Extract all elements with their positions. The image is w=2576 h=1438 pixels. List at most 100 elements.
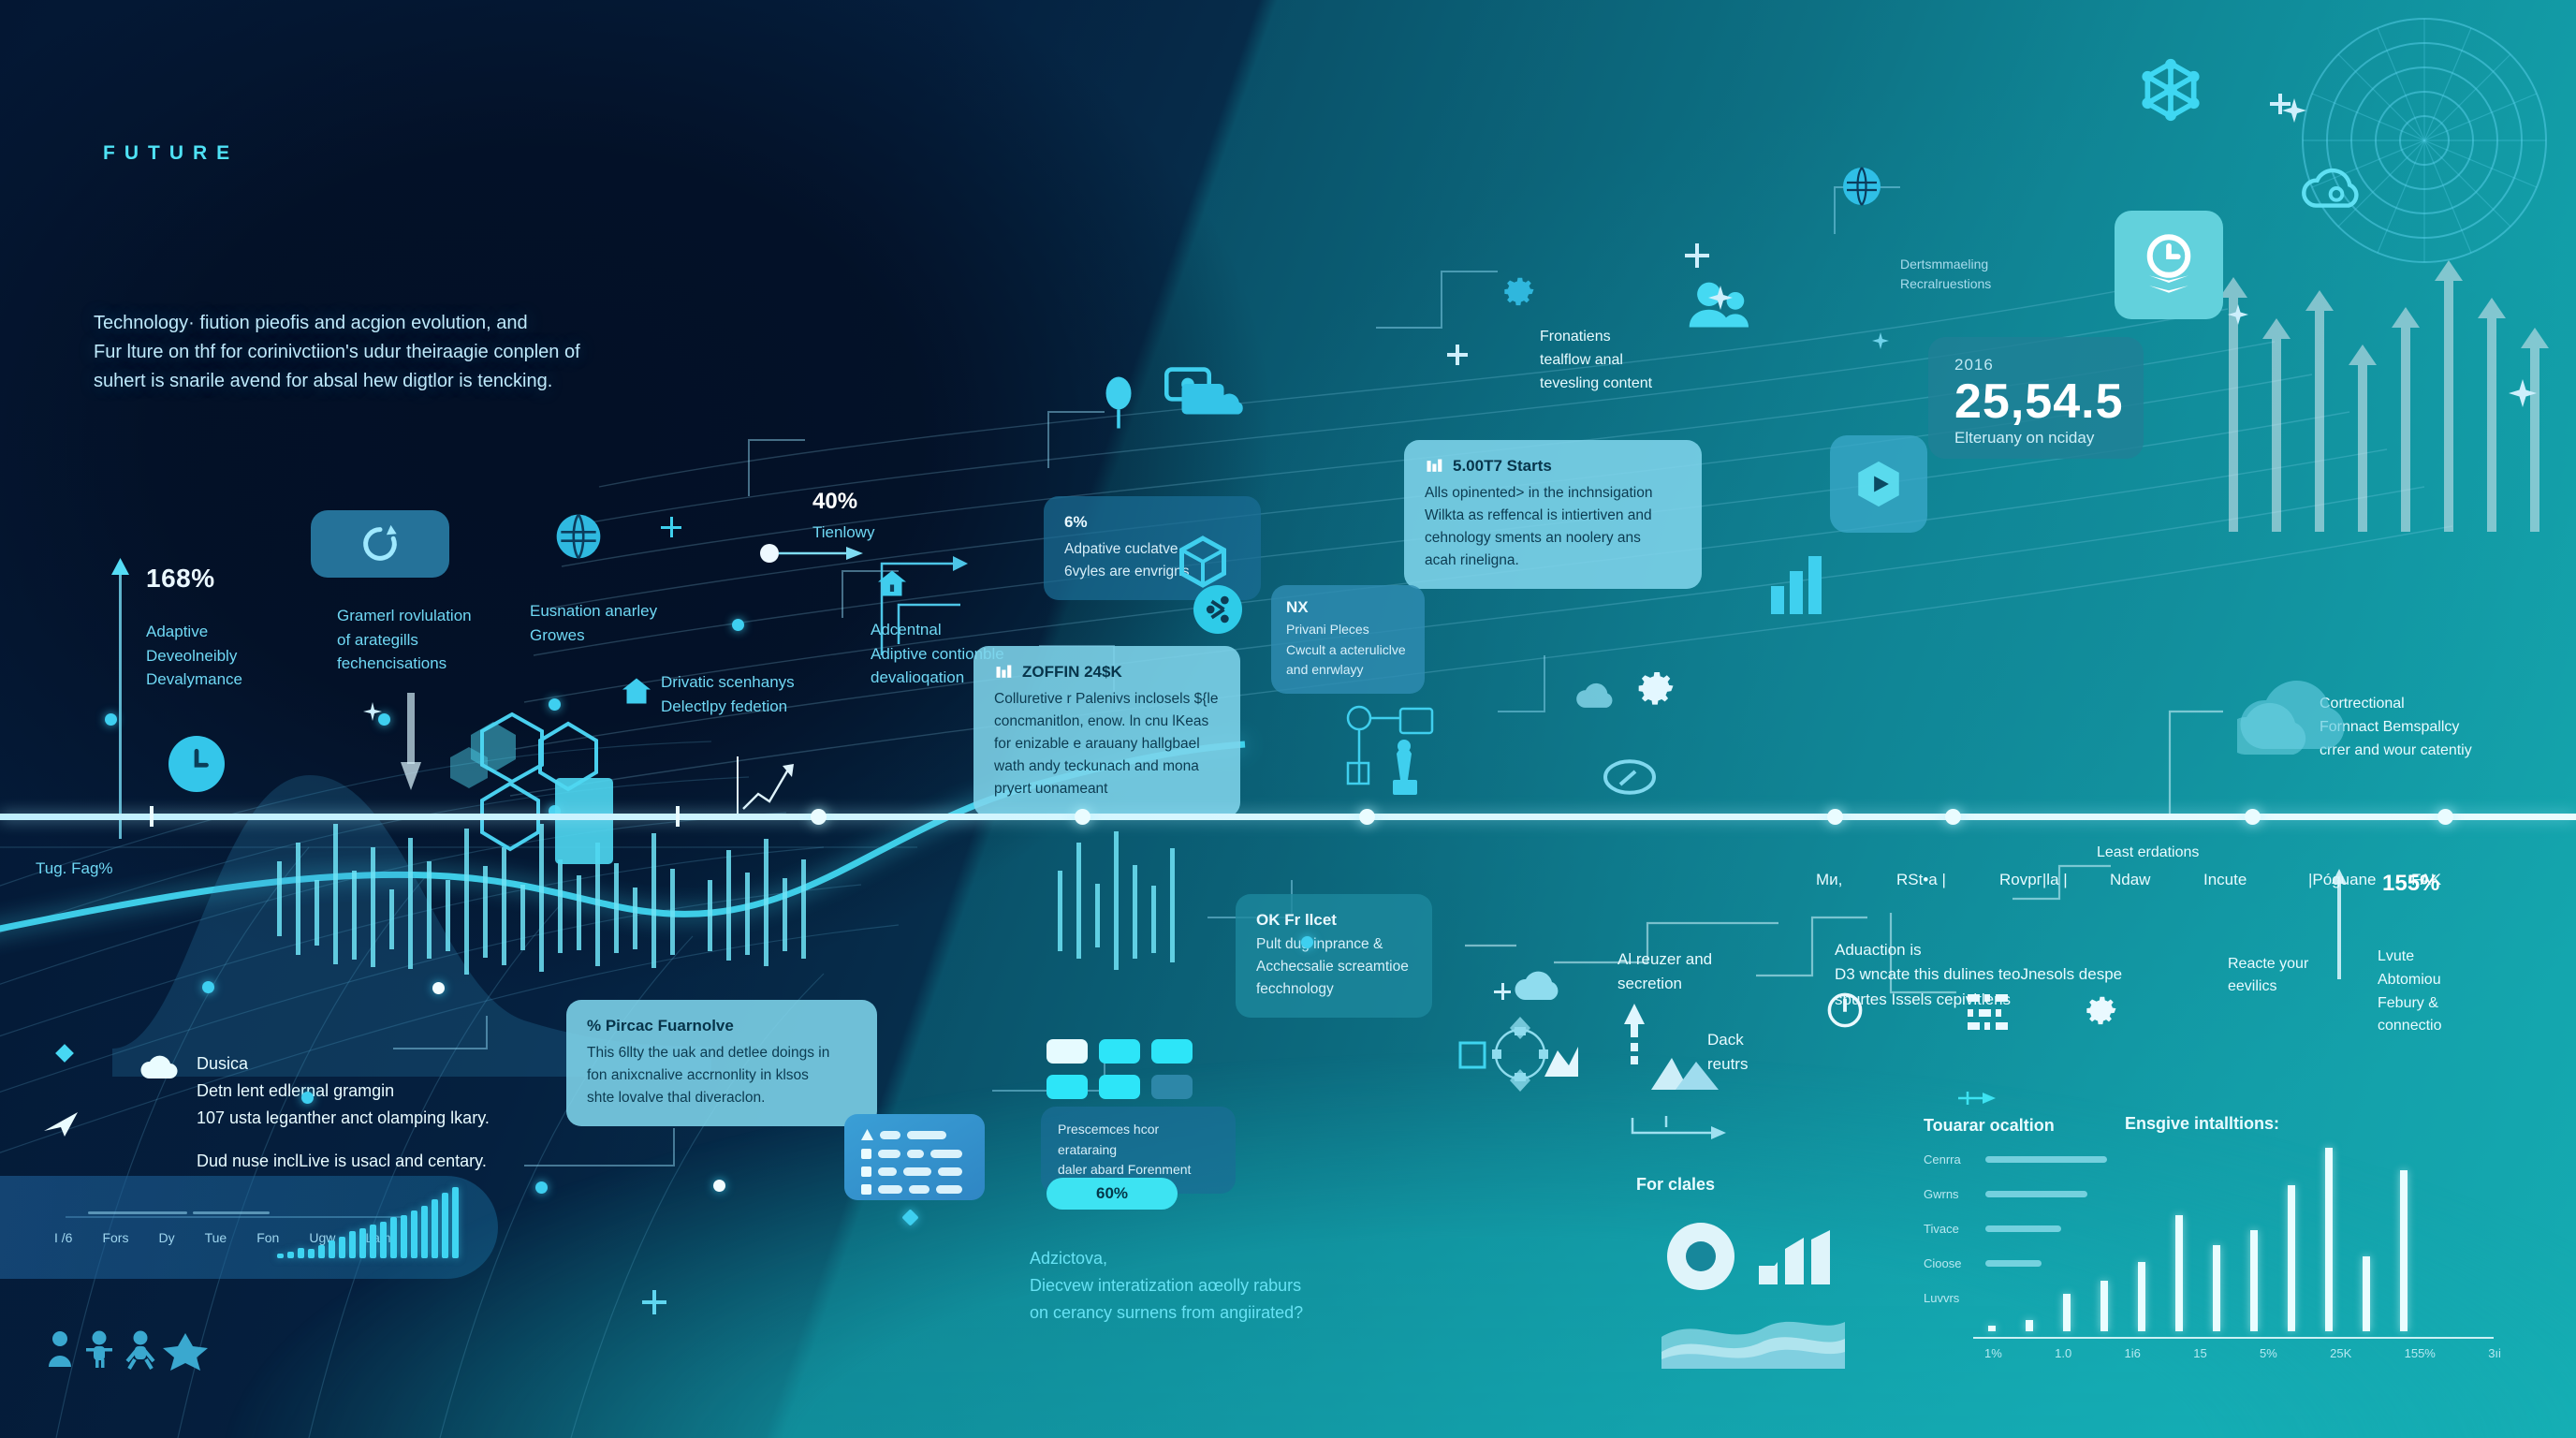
callout-body-line: pryert uonameant <box>994 781 1108 798</box>
users-icon <box>1689 282 1749 328</box>
timeline-node[interactable] <box>811 809 827 825</box>
bar-chart-icon <box>1427 459 1442 472</box>
chart-x-tick: 15 <box>2193 1346 2207 1360</box>
stat-value: 25,54.5 <box>1954 374 2124 429</box>
callout-starts[interactable]: 5.00T7 Starts Alls opinented> in the inc… <box>1404 440 1702 590</box>
weekly-bar <box>421 1206 428 1258</box>
callout-body-line: and enrwlayy <box>1286 662 1364 678</box>
chart-icon-cluster <box>1661 1223 1845 1369</box>
callout-body-line: Wilkta as reffencal is intiertiven and <box>1425 507 1652 524</box>
weekly-bar <box>277 1254 284 1258</box>
header-paragraph-line: Fur lture on thf for corinivctiion's udu… <box>94 342 580 362</box>
ai-router-note-line: Al reuzer and <box>1617 950 1713 968</box>
callout-body-line: acah rineligna. <box>1425 552 1519 569</box>
additional-note: Adcentnal Adiptive contionble devalioqat… <box>871 618 1123 690</box>
play-tile[interactable] <box>1830 435 1927 533</box>
dynamic-note-line: Drivatic scenhanys <box>661 673 795 691</box>
callout-body: Alls opinented> in the inchnsigation Wil… <box>1425 482 1681 572</box>
chart-x-axis <box>1973 1337 2494 1339</box>
callout-body-line: fon anixcnalive accrnonlity in klsos <box>587 1067 809 1084</box>
weekly-bar-card[interactable]: I /6 Fors Dy Tue Fon Ugw Lam <box>0 1176 498 1279</box>
callout-private-places[interactable]: NX Privani Pleces Cwcult a acteruliclve … <box>1271 585 1425 695</box>
settings-list-card[interactable] <box>844 1114 985 1200</box>
chart-bar <box>2026 1320 2033 1331</box>
weekly-bar <box>349 1231 356 1258</box>
timeline-node[interactable] <box>2245 809 2261 825</box>
contractional-note-line: Fornnact Bemspallcy <box>2320 718 2460 735</box>
callout-body-line: This 6llty the uak and detlee doings in <box>587 1045 830 1061</box>
doctor-note-line: 107 usta leganther anct olamping lkary. <box>197 1108 490 1127</box>
clock-icon <box>194 748 209 768</box>
weekly-bar <box>308 1249 315 1258</box>
plus-icon <box>1447 345 1468 365</box>
callout-precise-framework[interactable]: % Pircac Fuarnolve This 6llty the uak an… <box>566 1000 877 1127</box>
contractional-note: Cortrectional Fornnact Bemspallcy crrer … <box>2320 693 2554 762</box>
weekday-label: Dy <box>158 1230 175 1245</box>
timeline-node[interactable] <box>2437 809 2453 825</box>
star-icon <box>163 1333 208 1371</box>
callout-accessible-tech[interactable]: OK Fr llcet Pult dug inprance & Acchecsa… <box>1236 894 1432 1019</box>
list-card-header <box>861 1129 968 1140</box>
chart-bar <box>2363 1256 2370 1331</box>
progress-pill[interactable]: 60% <box>1046 1178 1178 1210</box>
adjactova-note: Adzictova, Diecvew interatization aœolly… <box>1030 1245 1479 1326</box>
people-icons <box>49 1330 208 1371</box>
list-row-label: Gwrns <box>1924 1187 1959 1201</box>
callout-title: ZOFFIN 24$K <box>1022 663 1122 681</box>
timeline-label: FAK <box>2411 871 2442 888</box>
frontiers-note-line: tealflow anal <box>1540 351 1623 368</box>
weekly-bar <box>318 1244 325 1258</box>
growth-percent-left: 168% <box>146 564 215 593</box>
weekday-label: Tue <box>204 1230 227 1245</box>
growth-percent-right: 155% <box>2382 871 2440 896</box>
timeline-label: Incute <box>2203 871 2247 888</box>
additional-note-line: devalioqation <box>871 668 965 686</box>
timeline-node[interactable] <box>1945 809 1961 825</box>
least-erdations-label: Least erdations <box>2097 844 2200 860</box>
list-card-row <box>861 1149 968 1159</box>
node-dot <box>378 713 390 726</box>
list-row-label: Cioose <box>1924 1256 1962 1270</box>
evaluation-note-line: Eusnation anarley <box>530 602 658 620</box>
timeline-label: RSt•a | <box>1896 871 1946 888</box>
callout-body-line: daler abard Forenment <box>1058 1162 1192 1178</box>
chip[interactable] <box>1046 1075 1088 1099</box>
gradual-note: Gramerl rovlulation of arategills fechen… <box>337 604 580 676</box>
node-dot <box>105 713 117 726</box>
header-paragraph: Technology· fiution pieofis and acgion e… <box>94 309 674 396</box>
timeline-node[interactable] <box>1827 809 1843 825</box>
callout-body-line: Colluretive r Palenivs inclosels ${le <box>994 691 1219 707</box>
callout-zoffin[interactable]: ZOFFIN 24$K Colluretive r Palenivs inclo… <box>973 646 1240 818</box>
callout-body-line: Cwcult a acteruliclve <box>1286 641 1406 657</box>
chip[interactable] <box>1151 1075 1193 1099</box>
network-node-icon <box>1346 705 1434 795</box>
callout-body: Privani Pleces Cwcult a acteruliclve and… <box>1286 620 1410 681</box>
refresh-tile[interactable] <box>311 510 449 578</box>
chip[interactable] <box>1099 1075 1140 1099</box>
chart-bar <box>2325 1148 2333 1331</box>
chip[interactable] <box>1151 1039 1193 1064</box>
arrow-right-icon <box>760 544 863 563</box>
timeline-node[interactable] <box>1075 809 1090 825</box>
arrow-up-icon <box>1624 1004 1645 1064</box>
clock-layers-tile[interactable] <box>2115 211 2223 319</box>
chip[interactable] <box>1046 1039 1088 1064</box>
node-dot <box>301 1092 314 1104</box>
doctor-note: Dusica Detn lent edlernal gramgin 107 us… <box>197 1050 590 1175</box>
stat-side-note: Dertsmmaeling Recralruestions <box>1900 255 2069 294</box>
right-growth-note-line: Febury & <box>2378 994 2438 1011</box>
chart-bar <box>2063 1294 2071 1331</box>
card-rule <box>88 1211 187 1214</box>
primary-stat-card[interactable]: 2016 25,54.5 Elteruany on nciday <box>1928 337 2144 459</box>
chip-grid <box>1046 1039 1193 1099</box>
callout-title: 6% <box>1064 513 1088 531</box>
bar-chart-icon <box>1771 556 1822 614</box>
adduction-note-line: spurtes Issels cepivitlens <box>1835 990 2012 1008</box>
timeline-node[interactable] <box>1359 809 1375 825</box>
callout-adaptive-cycles[interactable]: 6% Adpative cuclatve 6vyles are envrigns <box>1044 496 1261 601</box>
chart-bar <box>2288 1185 2295 1331</box>
chip[interactable] <box>1099 1039 1140 1064</box>
callout-body-line: concmanitlon, enow. ln cnu lKeas <box>994 713 1209 730</box>
